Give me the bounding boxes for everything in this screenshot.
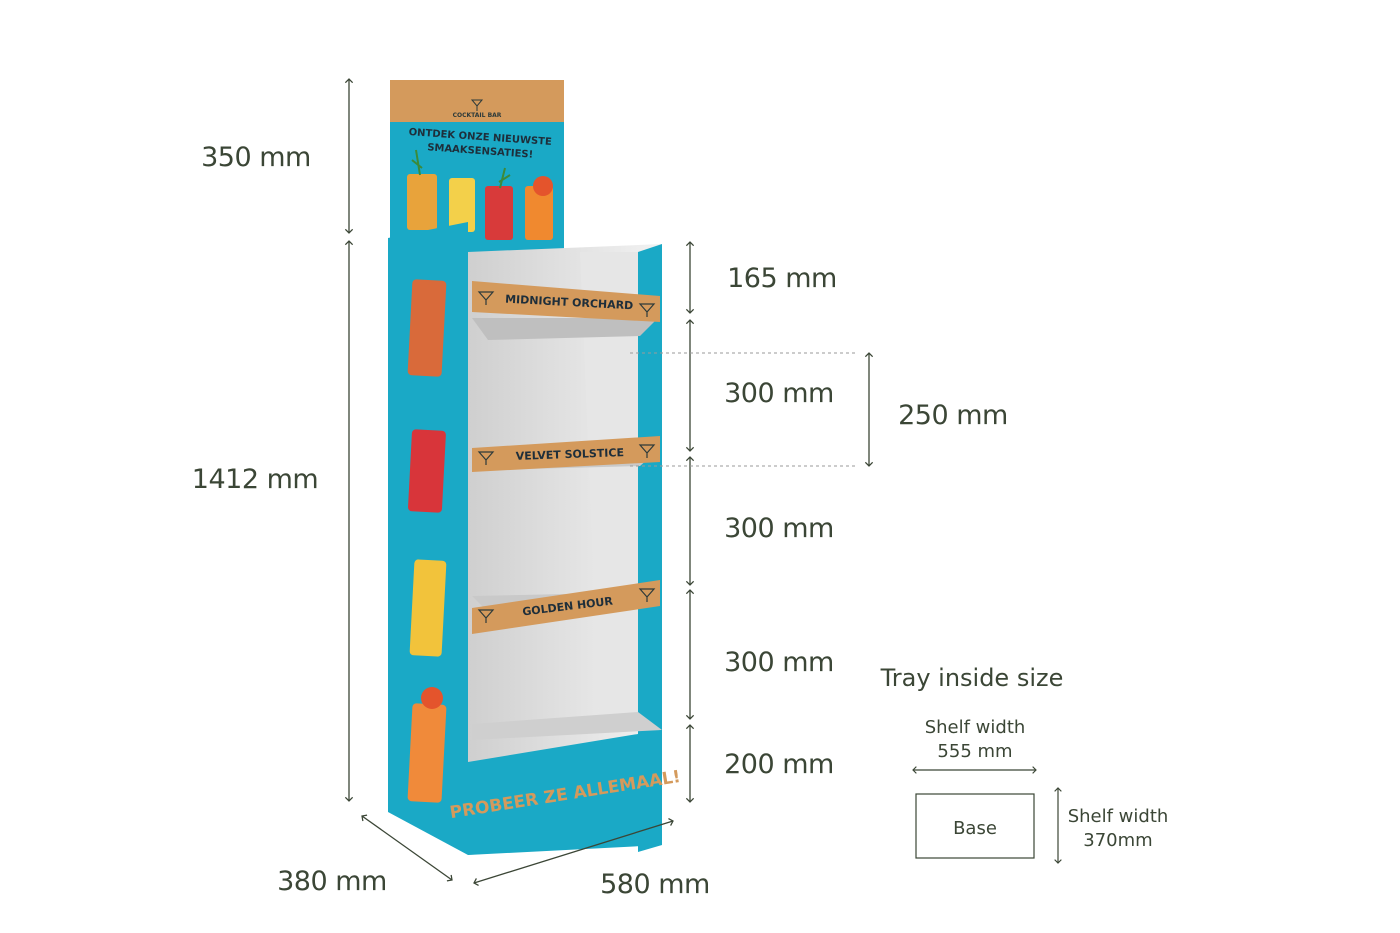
right-dimensions: 165 mm 300 mm 300 mm 300 mm 200 mm 250 m… xyxy=(630,241,1008,803)
cocktail-glass-icon xyxy=(477,291,495,305)
stand-body: PROBEER ZE ALLEMAAL! MIDNIGHT ORCHARD VE… xyxy=(388,222,682,855)
tray-width-label: Shelf width xyxy=(925,717,1026,738)
tray-depth-value: 370mm xyxy=(1083,830,1152,851)
side-drinks xyxy=(407,279,447,803)
cocktail-glass-icon xyxy=(638,303,656,317)
tray-size-panel: Tray inside size Shelf width 555 mm Base… xyxy=(880,664,1169,864)
side-drink-orange-icon xyxy=(407,703,447,803)
depth-arrow xyxy=(361,814,453,882)
cocktail-glass-icon xyxy=(477,609,495,623)
shelf-header-2: VELVET SOLSTICE xyxy=(472,436,660,472)
shelf-2-label: 300 mm xyxy=(724,513,834,544)
shelf-header-3: GOLDEN HOUR xyxy=(472,580,660,634)
shelf-header-1: MIDNIGHT ORCHARD xyxy=(472,281,660,322)
width-arrow xyxy=(473,818,674,886)
drink-amber-icon xyxy=(407,174,437,230)
width-label: 580 mm xyxy=(600,869,710,900)
drink-yellow-icon xyxy=(449,178,475,232)
tray-box-label: Base xyxy=(953,818,997,839)
brand-label: COCKTAIL BAR xyxy=(453,112,502,119)
herb-sprig-icon xyxy=(411,149,511,189)
shelf-1-label: 300 mm xyxy=(724,378,834,409)
side-drink-pink-icon xyxy=(408,429,446,513)
bottom-dimensions: 380 mm 580 mm xyxy=(277,814,710,900)
header-height-label: 350 mm xyxy=(201,142,311,173)
drink-orange-icon xyxy=(525,186,553,240)
body-height-label: 1412 mm xyxy=(192,464,318,495)
left-dimensions: 350 mm 1412 mm xyxy=(192,78,354,802)
blood-orange-slice-icon xyxy=(533,176,553,196)
depth-label: 380 mm xyxy=(277,866,387,897)
tray-depth-label: Shelf width xyxy=(1068,806,1169,827)
shelf-3-label: 300 mm xyxy=(724,647,834,678)
side-drink-red-icon xyxy=(407,279,447,377)
tray-width-value: 555 mm xyxy=(937,741,1012,762)
side-drink-yellow-icon xyxy=(409,559,447,657)
cocktail-glass-icon xyxy=(638,444,656,458)
side-orange-slice-icon xyxy=(421,687,443,709)
clearance-label: 250 mm xyxy=(898,400,1008,431)
tray-title: Tray inside size xyxy=(880,664,1064,692)
cocktail-glass-icon xyxy=(477,451,495,465)
tray-base-box xyxy=(915,793,1035,859)
cocktail-glass-icon xyxy=(470,99,484,111)
drink-red-icon xyxy=(485,186,513,240)
cocktail-glass-icon xyxy=(638,588,656,602)
shelf-label-2: VELVET SOLSTICE xyxy=(516,446,625,463)
top-gap-label: 165 mm xyxy=(727,263,837,294)
header-card: COCKTAIL BAR ONTDEK ONZE NIEUWSTE SMAAKS… xyxy=(390,80,564,252)
base-height-label: 200 mm xyxy=(724,749,834,780)
drink-images xyxy=(407,149,553,240)
